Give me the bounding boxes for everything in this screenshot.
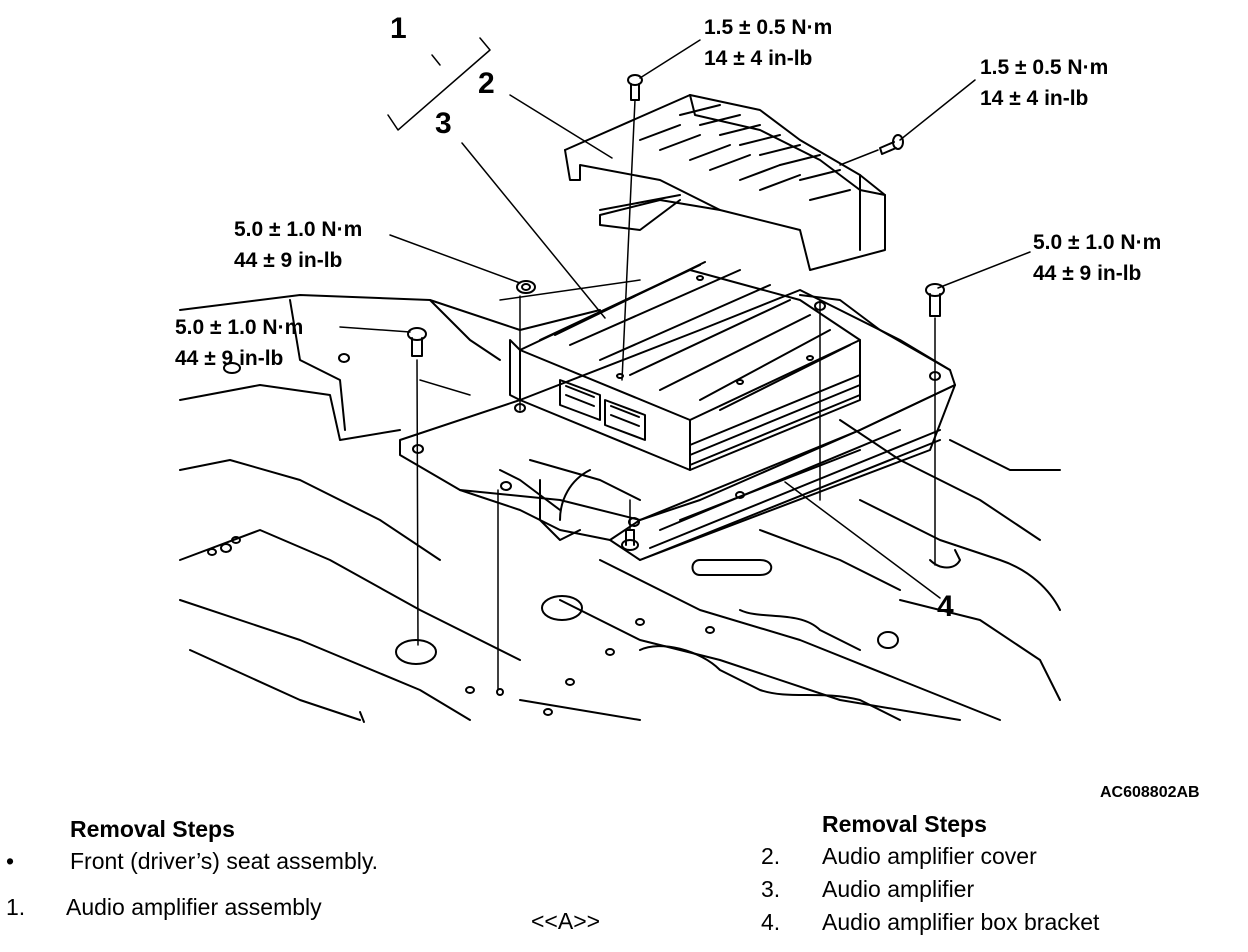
right-list-heading: Removal Steps (822, 811, 987, 837)
right-list-item: 4. Audio amplifier box bracket (761, 909, 1099, 936)
amplifier-box-bracket (399, 289, 961, 569)
leader-lines (339, 37, 1031, 599)
step-text: Audio amplifier assembly (66, 894, 322, 920)
torque-nm: 5.0 ± 1.0 N·m (175, 316, 304, 339)
step-text: Audio amplifier box bracket (822, 909, 1100, 935)
figure-id: AC608802AB (1100, 784, 1200, 801)
step-text: Audio amplifier (822, 876, 975, 902)
step-number: 3. (761, 876, 781, 902)
assembly-lines (416, 99, 936, 691)
bolt-bracket-right (925, 283, 945, 317)
step-text: Audio amplifier cover (822, 843, 1037, 869)
stud-bracket (621, 529, 639, 551)
nut-amp (516, 280, 536, 294)
step-number: 2. (761, 843, 781, 869)
floor-pan (179, 294, 1061, 723)
step-number: 4. (761, 909, 781, 935)
torque-inlb: 44 ± 9 in-lb (175, 347, 284, 370)
step-text: Front (driver’s) seat assembly. (70, 848, 379, 874)
torque-inlb: 14 ± 4 in-lb (704, 47, 813, 70)
part-number-1: 1 (390, 12, 407, 45)
torque-nm: 1.5 ± 0.5 N·m (704, 16, 833, 39)
step-number: 1. (6, 894, 26, 920)
fasteners (407, 74, 945, 551)
bolt-cover-right (879, 134, 904, 155)
left-list-item: • Front (driver’s) seat assembly. (6, 848, 378, 875)
reference-mark: <<A>> (531, 908, 601, 934)
right-list-item: 2. Audio amplifier cover (761, 843, 1037, 870)
bolt-bracket-left (407, 327, 427, 357)
torque-inlb: 44 ± 9 in-lb (234, 249, 343, 272)
right-list-item: 3. Audio amplifier (761, 876, 974, 903)
part-number-2: 2 (478, 67, 495, 100)
bolt-cover-left (627, 74, 643, 101)
torque-callout-bracket-right: 5.0 ± 1.0 N·m 44 ± 9 in-lb (1033, 227, 1161, 289)
audio-amplifier-cover (564, 94, 886, 271)
torque-nm: 5.0 ± 1.0 N·m (1033, 231, 1162, 254)
left-list-item: 1. Audio amplifier assembly (6, 894, 322, 921)
torque-callout-cover-right: 1.5 ± 0.5 N·m 14 ± 4 in-lb (980, 52, 1108, 114)
torque-nm: 5.0 ± 1.0 N·m (234, 218, 363, 241)
torque-callout-cover-left: 1.5 ± 0.5 N·m 14 ± 4 in-lb (704, 12, 832, 74)
cover-slots (639, 104, 851, 201)
part-number-4: 4 (937, 590, 954, 623)
bullet-marker: • (6, 848, 15, 874)
left-list-heading: Removal Steps (70, 816, 235, 842)
torque-inlb: 44 ± 9 in-lb (1033, 262, 1142, 285)
torque-callout-bracket-left: 5.0 ± 1.0 N·m 44 ± 9 in-lb (175, 312, 303, 374)
torque-nm: 1.5 ± 0.5 N·m (980, 56, 1109, 79)
part-number-3: 3 (435, 107, 452, 140)
audio-amplifier (509, 261, 861, 471)
torque-inlb: 14 ± 4 in-lb (980, 87, 1089, 110)
torque-callout-amp-nut: 5.0 ± 1.0 N·m 44 ± 9 in-lb (234, 214, 362, 276)
